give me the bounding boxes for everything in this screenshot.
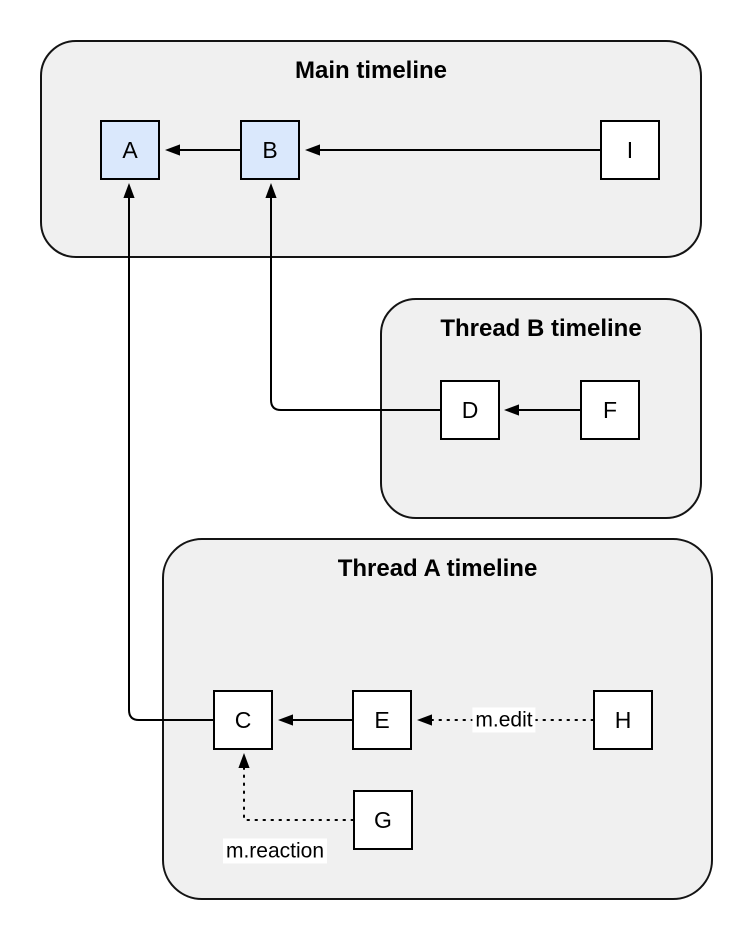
main-timeline-title: Main timeline: [294, 57, 448, 84]
node-b: B: [240, 120, 300, 180]
node-g-label: G: [374, 806, 392, 833]
edge-label-m-edit: m.edit: [472, 707, 536, 733]
thread-b-timeline-title: Thread B timeline: [440, 315, 642, 342]
node-g: G: [353, 790, 413, 850]
node-i: I: [600, 120, 660, 180]
arrowhead-into-b-bottom: [265, 183, 277, 198]
node-a-label: A: [122, 136, 138, 163]
node-e: E: [352, 690, 412, 750]
arrowhead-into-c: [278, 714, 293, 726]
node-c: C: [213, 690, 273, 750]
node-h: H: [593, 690, 653, 750]
arrowhead-into-a-bottom: [123, 183, 135, 198]
thread-a-timeline-title: Thread A timeline: [337, 555, 538, 582]
edge-g-to-c: [243, 766, 354, 821]
node-e-label: E: [374, 706, 390, 733]
arrowhead-into-a: [165, 144, 180, 156]
node-d-label: D: [461, 396, 479, 423]
edge-label-m-reaction: m.reaction: [222, 838, 328, 864]
node-f: F: [580, 380, 640, 440]
node-b-label: B: [262, 136, 278, 163]
node-a: A: [100, 120, 160, 180]
node-f-label: F: [602, 396, 618, 423]
node-d: D: [440, 380, 500, 440]
node-h-label: H: [614, 706, 632, 733]
edge-d-to-b: [270, 197, 440, 411]
arrowhead-into-e: [417, 714, 432, 726]
edge-c-to-a: [128, 197, 213, 721]
arrowhead-into-b: [305, 144, 320, 156]
arrowhead-into-d: [504, 404, 519, 416]
node-c-label: C: [234, 706, 252, 733]
node-i-label: I: [626, 136, 634, 163]
arrowhead-into-c-bottom: [238, 753, 250, 768]
container-thread-b-timeline: Thread B timeline: [380, 298, 702, 519]
